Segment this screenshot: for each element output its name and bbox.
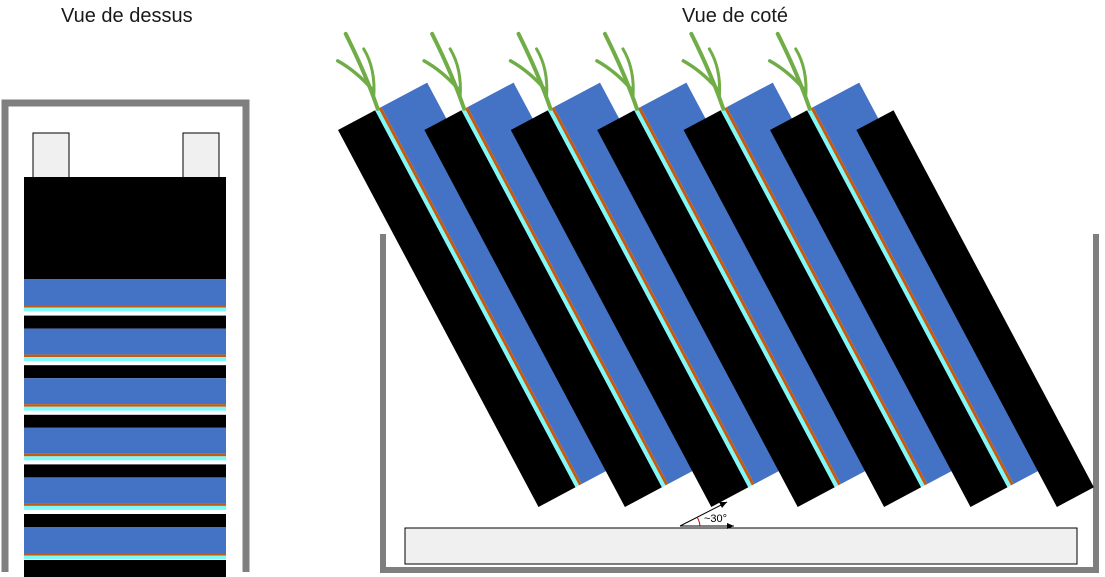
top-strip-black <box>24 266 226 279</box>
angle-arc <box>696 516 701 527</box>
side-panel-black <box>856 110 1094 508</box>
side-panel-orange <box>637 107 841 486</box>
top-view-tab-right <box>182 132 220 180</box>
sprout-leaf <box>775 31 812 111</box>
top-strip-black <box>24 365 226 379</box>
top-strip-blue <box>24 427 226 454</box>
top-strip-blue <box>24 279 226 305</box>
top-strip-black-end <box>24 560 226 577</box>
top-strip-blue <box>24 378 226 405</box>
side-panel-black <box>338 110 576 508</box>
top-view-frame <box>1 99 250 572</box>
side-panel-orange <box>465 107 669 486</box>
angle-annotation: ~30° <box>679 501 734 529</box>
side-panel-cyan <box>807 108 1012 488</box>
top-strip <box>24 266 226 312</box>
side-panel-cyan <box>634 108 839 488</box>
top-strip-black <box>24 464 226 478</box>
top-strip <box>24 414 226 461</box>
top-view <box>1 99 250 577</box>
angle-label: ~30° <box>704 513 727 525</box>
side-panel-cyan <box>547 108 752 488</box>
top-strip-blue <box>24 527 226 553</box>
side-view-panels <box>335 31 1094 508</box>
side-panel-orange <box>724 107 928 486</box>
sprout-leaf <box>448 47 462 99</box>
side-panel-orange <box>378 107 582 486</box>
top-view-strips <box>24 266 226 577</box>
side-panel-orange <box>551 107 755 486</box>
top-strip-blue <box>24 328 226 355</box>
sprout-leaf <box>602 31 639 111</box>
side-view-title: Vue de coté <box>682 5 789 27</box>
top-strip <box>24 514 226 560</box>
top-strip-orange <box>24 305 226 308</box>
sprout-leaf <box>767 59 806 91</box>
side-view-tray <box>380 234 1099 573</box>
angle-incline-arrowhead <box>719 502 727 508</box>
top-view-tab-left <box>32 132 70 180</box>
side-panel-orange <box>810 107 1014 486</box>
top-strip-orange <box>24 553 226 556</box>
top-strip-black <box>24 315 226 329</box>
sprout-leaf <box>681 59 720 91</box>
top-strip-cyan <box>24 505 226 510</box>
side-panel-cyan <box>720 108 925 488</box>
top-strip-orange <box>24 354 226 358</box>
side-panel-black <box>424 110 662 508</box>
sprout-leaf <box>362 47 376 99</box>
sprout-leaf <box>535 47 549 99</box>
top-strip-cyan <box>24 406 226 411</box>
sprout-leaf <box>343 31 380 111</box>
top-strip <box>24 315 226 362</box>
top-strip-orange <box>24 503 226 506</box>
side-panel-black <box>597 110 835 508</box>
sprout-leaf <box>430 31 467 111</box>
sprout-leaf <box>794 47 808 99</box>
sprout-leaf <box>422 59 460 91</box>
top-strip-cyan <box>24 357 226 362</box>
sprout-leaf <box>335 59 374 91</box>
top-strip <box>24 464 226 510</box>
top-strip-cyan <box>24 307 226 312</box>
angle-incline-arrow <box>679 501 728 527</box>
sprout-leaf <box>621 47 635 99</box>
sprout-leaf <box>707 47 722 99</box>
top-strip-cyan <box>24 555 226 560</box>
side-panel-black <box>770 110 1008 508</box>
sprout-leaf <box>689 31 726 111</box>
top-strip-orange <box>24 404 226 407</box>
top-strip-cyan <box>24 456 226 461</box>
side-view-base-plate <box>404 527 1078 565</box>
top-view-black-block <box>24 177 226 280</box>
top-strip-black <box>24 414 226 428</box>
top-strip-blue <box>24 477 226 504</box>
top-strip-orange <box>24 453 226 457</box>
sprout-leaf <box>516 31 553 111</box>
top-view-title: Vue de dessus <box>61 5 193 27</box>
sprout-leaf <box>508 59 547 91</box>
side-panel-black <box>510 110 749 508</box>
side-panel <box>767 31 1060 508</box>
top-strip <box>24 365 226 411</box>
side-panel-cyan <box>461 108 666 488</box>
top-strip-black <box>24 514 226 527</box>
angle-baseline-arrowhead <box>727 523 734 529</box>
side-panel-cyan <box>375 108 580 488</box>
side-view: ~30° <box>335 31 1099 573</box>
side-panel <box>856 110 1094 508</box>
sprout-leaf <box>595 59 633 91</box>
side-panel-black <box>683 110 922 508</box>
